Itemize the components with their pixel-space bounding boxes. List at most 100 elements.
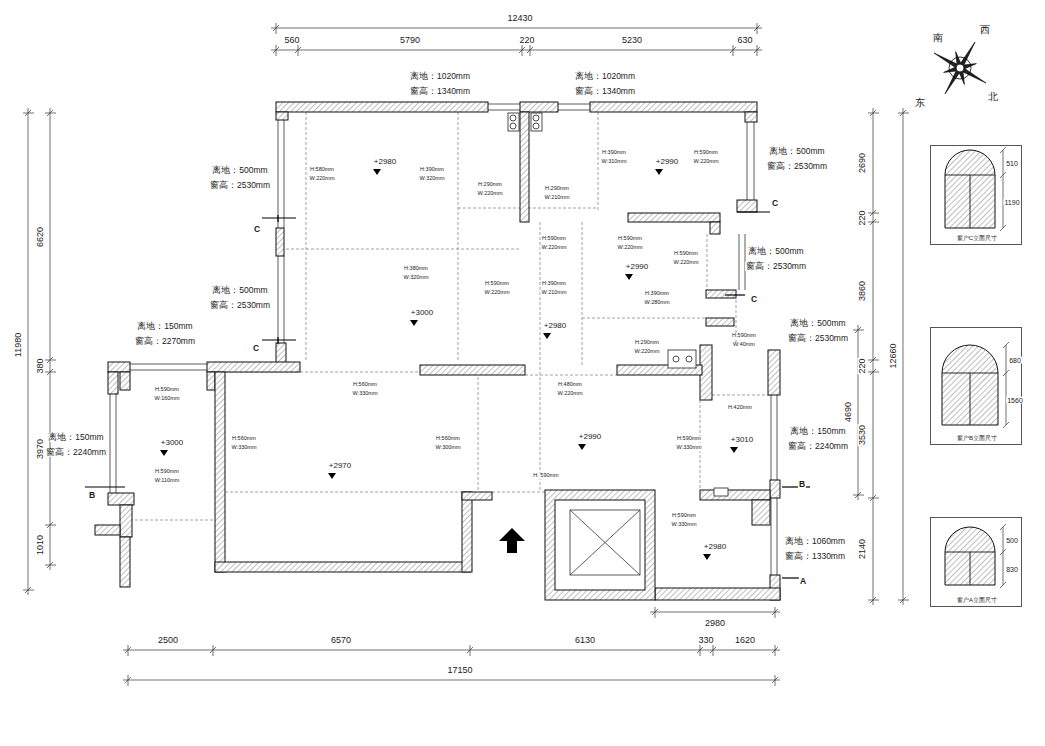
window-note: 离地：500mm <box>211 166 268 175</box>
dimension-text: 220 <box>518 36 535 45</box>
window-line <box>130 364 207 365</box>
wall <box>276 228 284 256</box>
beam-size: H:560mm <box>231 436 257 442</box>
dimension-text: 500 <box>1005 537 1019 544</box>
window-line <box>771 498 772 575</box>
compass-center <box>956 64 964 72</box>
beam-size: W:300mm <box>435 445 462 451</box>
dimension-text: 680 <box>1008 357 1022 364</box>
elevation-symbol <box>160 450 168 456</box>
window-note: 离地：1020mm <box>574 72 636 81</box>
wall <box>737 200 757 212</box>
beam-size: W:310mm <box>601 159 628 165</box>
window-elevation <box>942 345 998 425</box>
beam-size: H:390mm <box>419 167 445 173</box>
elevation-mark: +2980 <box>703 543 727 551</box>
compass-letter: 东 <box>914 98 926 108</box>
section-line <box>277 215 278 222</box>
window-line <box>558 110 590 111</box>
window-line <box>488 104 520 105</box>
wall <box>462 492 492 500</box>
dimension-text: 17150 <box>446 666 473 675</box>
dimension-line <box>23 108 34 595</box>
dimension-text: 6620 <box>36 226 45 248</box>
dimension-text: 3970 <box>36 438 45 460</box>
beam-line <box>478 372 479 490</box>
section-letter: B <box>88 491 96 500</box>
wall <box>120 537 130 587</box>
elevation-panel: 6801560窗户B立面尺寸 <box>930 327 1022 445</box>
wall <box>276 343 286 363</box>
beam-size: H:580mm <box>309 167 335 173</box>
beam-line <box>540 222 541 490</box>
beam-size: H:390mm <box>644 291 670 297</box>
window-note: 窗高：2530mm <box>209 181 271 190</box>
dimension-text: 12660 <box>889 342 898 369</box>
dimension-text: 2500 <box>157 636 179 645</box>
dimension-text: 630 <box>736 36 753 45</box>
wall <box>545 490 655 600</box>
window-line <box>777 498 778 575</box>
dimension-line <box>868 108 879 605</box>
dimension-text: 330 <box>697 636 714 645</box>
dimension-text: 12430 <box>506 14 533 23</box>
pipe-shaft <box>508 113 519 131</box>
dimension-text: 380 <box>36 357 45 374</box>
dimension-text: 220 <box>858 357 867 374</box>
section-line <box>262 217 296 218</box>
elevator-cross <box>570 510 640 575</box>
beam-size: H:290mm <box>477 182 503 188</box>
section-letter: C <box>750 295 758 304</box>
beam-size: W:210mm <box>541 290 568 296</box>
window-note: 窗高：2530mm <box>209 301 271 310</box>
beam-line <box>492 492 545 493</box>
window-line <box>116 394 117 493</box>
beam-size: W:320mm <box>419 176 446 182</box>
beam-size: W:320mm <box>403 275 430 281</box>
panel-caption: 窗户B立面尺寸 <box>956 435 998 441</box>
elevation-mark: +3000 <box>410 309 434 317</box>
dimension-text: 5230 <box>621 36 643 45</box>
beam-size: W:280mm <box>644 300 671 306</box>
section-letter: C <box>253 225 261 234</box>
wall <box>752 500 770 525</box>
beam-size: W:220mm <box>541 245 568 251</box>
entrance-arrow <box>499 528 525 553</box>
pipe-shaft <box>531 113 542 131</box>
dimension-line <box>271 45 762 56</box>
beam-line <box>598 112 599 210</box>
beam-line <box>306 112 307 362</box>
beam-size: W:220mm <box>484 290 511 296</box>
beam-size: H:590mm <box>671 513 697 519</box>
window-note: 窗高：2240mm <box>787 442 849 451</box>
pipe-shaft <box>668 350 696 368</box>
elevation-symbol <box>625 274 633 280</box>
dimension-line <box>650 607 780 618</box>
dimension-line <box>853 325 864 500</box>
window-line <box>739 234 740 290</box>
beam-line <box>458 112 459 362</box>
dimension-text: 6570 <box>330 636 352 645</box>
compass-star <box>934 42 986 94</box>
wall <box>590 102 757 112</box>
beam-size: W:220mm <box>634 349 661 355</box>
wall <box>207 362 300 372</box>
beam-size: H: 590mm <box>532 473 559 479</box>
panel-caption: 窗户A立面尺寸 <box>956 597 998 603</box>
wall <box>108 493 134 505</box>
section-line <box>725 294 745 295</box>
beam-size: W:40mm <box>732 342 756 348</box>
elevation-symbol <box>373 169 381 175</box>
beam-line <box>582 318 706 319</box>
window-note: 离地：500mm <box>747 247 804 256</box>
dimension-text: 1010 <box>36 534 45 556</box>
elevation-panel: 5101190窗户C立面尺寸 <box>930 145 1022 245</box>
elevation-mark: +2970 <box>328 462 352 470</box>
window-line <box>771 395 772 480</box>
beam-size: W:220mm <box>693 159 720 165</box>
window-mullion <box>942 373 998 425</box>
beam-size: W:220mm <box>477 191 504 197</box>
dimension-text: 510 <box>1005 160 1019 167</box>
elevation-symbol <box>655 169 663 175</box>
dimension-line <box>271 23 762 34</box>
